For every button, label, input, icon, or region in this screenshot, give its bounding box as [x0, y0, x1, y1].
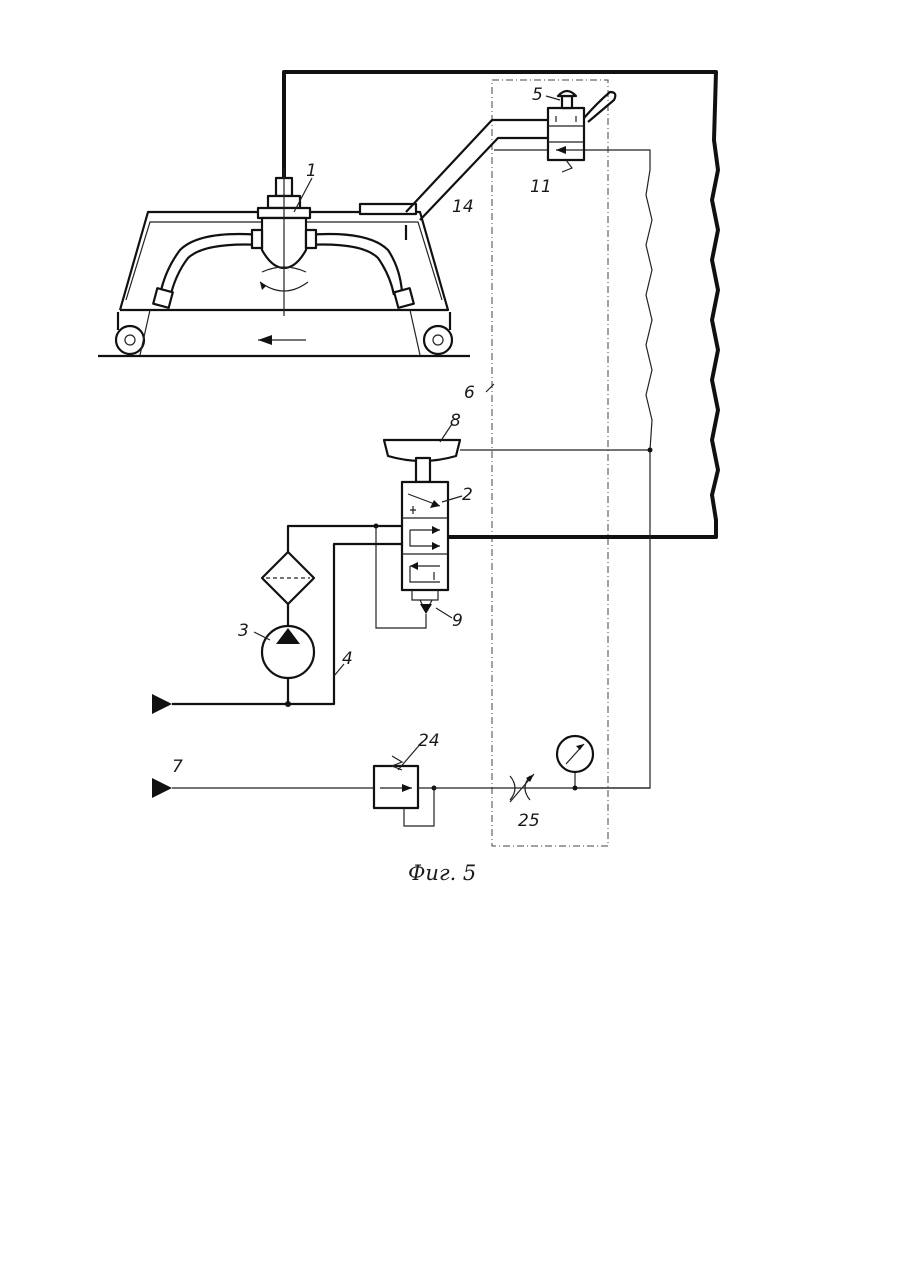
distributor-valve-2	[374, 440, 653, 628]
label-24: 24	[418, 731, 440, 751]
pump-3	[262, 626, 314, 707]
label-25: 25	[518, 811, 540, 831]
label-5: 5	[532, 85, 543, 105]
label-2: 2	[462, 485, 473, 505]
figure-caption: Фиг. 5	[408, 861, 476, 885]
pressure-line	[284, 72, 718, 537]
label-4: 4	[342, 649, 353, 669]
label-8: 8	[450, 411, 461, 431]
valve-11	[548, 91, 584, 172]
label-7: 7	[172, 757, 183, 777]
tank-symbol-upper	[152, 694, 172, 714]
leader-6	[486, 384, 494, 392]
leader-9	[436, 608, 452, 618]
tank-symbol-lower	[152, 778, 172, 798]
label-14: 14	[452, 197, 474, 217]
working-head	[252, 168, 316, 316]
label-3: 3	[238, 621, 249, 641]
label-1: 1	[306, 161, 317, 181]
label-6: 6	[464, 383, 475, 403]
control-line-wavy	[566, 150, 652, 788]
pressure-gauge	[557, 736, 593, 791]
label-11: 11	[530, 177, 552, 197]
filter	[262, 552, 314, 632]
label-9: 9	[452, 611, 463, 631]
supply-line	[288, 526, 402, 552]
regulator-24	[374, 756, 437, 826]
